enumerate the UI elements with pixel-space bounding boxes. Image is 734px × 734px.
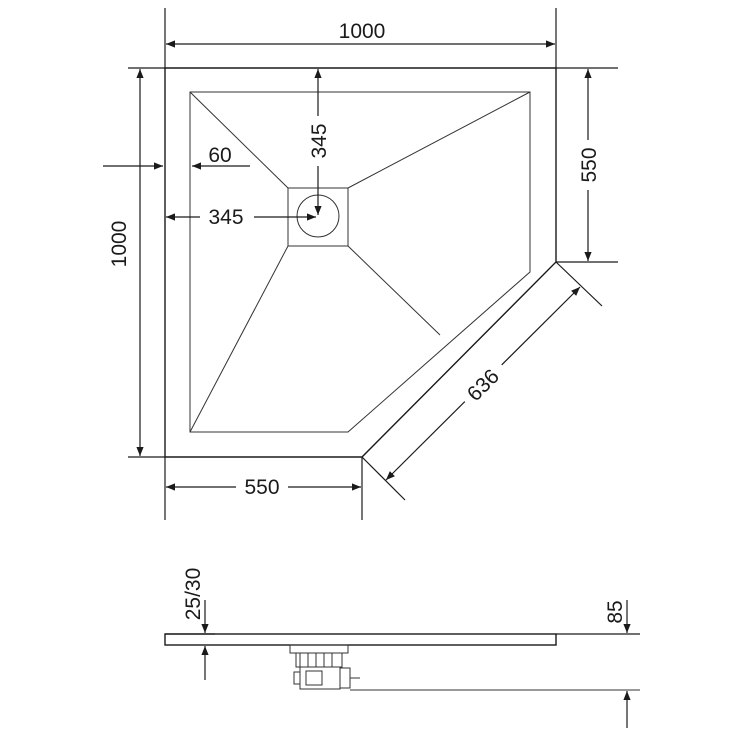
drain-assembly [289, 644, 360, 690]
label-top-width: 1000 [339, 20, 386, 43]
label-bottom-side: 550 [244, 476, 279, 499]
extension-line-diagonal-bottom [361, 456, 406, 501]
tray-slab [164, 633, 557, 646]
label-total-height: 85 [604, 600, 627, 623]
label-edge-offset: 60 [208, 144, 231, 167]
label-drain-from-left: 345 [208, 206, 243, 229]
extension-line-diagonal-top [555, 261, 603, 307]
label-thickness: 25/30 [182, 568, 205, 621]
slope-line-top-left [189, 91, 289, 189]
label-left-height: 1000 [108, 221, 131, 268]
side-view: 25/30 85 [164, 568, 640, 728]
label-drain-from-top: 345 [308, 123, 331, 158]
label-right-side: 550 [578, 147, 601, 182]
tray-outline [164, 67, 557, 458]
slope-line-top-right [347, 91, 531, 189]
slope-line-bottom-left [189, 245, 289, 433]
plan-view: 1000 1000 550 550 636 345 345 [103, 8, 618, 520]
